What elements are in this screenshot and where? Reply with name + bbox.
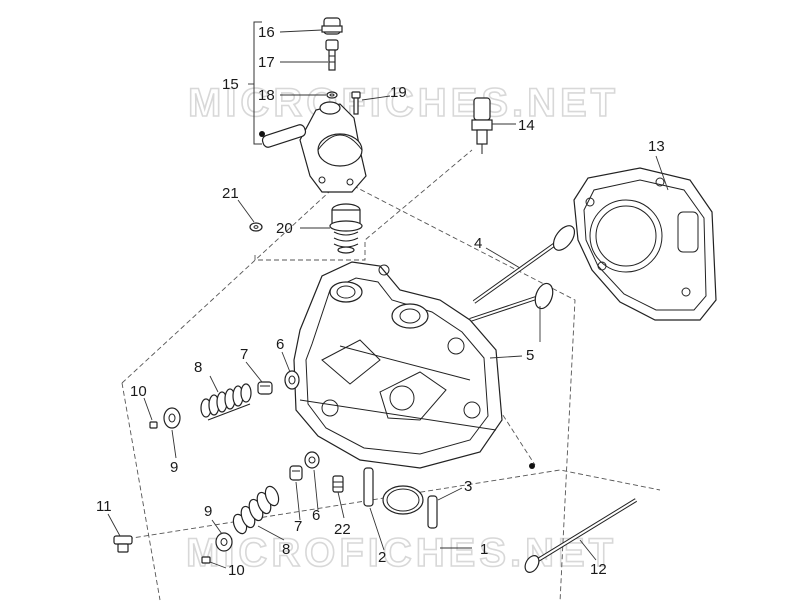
callout-11: 11	[96, 498, 112, 515]
cylinder-head	[293, 261, 503, 469]
housing-bolt	[351, 91, 361, 115]
small-washer	[249, 222, 263, 232]
reference-dot-upper	[259, 131, 265, 137]
head-bolt	[524, 498, 638, 573]
callout-4: 4	[474, 235, 482, 252]
watermark-bottom: MICROFICHES.NET	[186, 531, 617, 575]
valve-guide-ring-upper	[284, 370, 300, 390]
valve-cotter-upper	[149, 421, 158, 429]
temperature-sensor	[471, 97, 493, 154]
watermark-top: MICROFICHES.NET	[188, 81, 619, 125]
callout-18: 18	[258, 87, 275, 104]
thermostat-housing	[261, 101, 367, 193]
callout-6-lower: 6	[312, 507, 320, 524]
o-ring	[382, 485, 424, 515]
thermostat	[329, 203, 363, 254]
callout-15: 15	[222, 76, 239, 93]
leader-lines	[107, 29, 669, 569]
threaded-plug	[113, 535, 133, 553]
dowel-pin-3	[427, 495, 438, 529]
callout-3: 3	[464, 478, 472, 495]
callout-9-lower: 9	[204, 503, 212, 520]
callout-10-lower: 10	[228, 562, 245, 579]
callout-22: 22	[334, 521, 351, 538]
callout-8-lower: 8	[282, 541, 290, 558]
callout-10-upper: 10	[130, 383, 147, 400]
bleed-screw	[325, 39, 339, 71]
exhaust-valve	[469, 282, 554, 322]
callout-2: 2	[378, 549, 386, 566]
callout-20: 20	[276, 220, 293, 237]
callout-12: 12	[590, 561, 607, 578]
callout-7-lower: 7	[294, 518, 302, 535]
dowel-pin-22	[332, 475, 344, 493]
assembly-frame	[119, 149, 661, 602]
spring-retainer-lower	[215, 532, 233, 552]
callout-8-upper: 8	[194, 359, 202, 376]
reference-dot-lower	[529, 463, 535, 469]
washer	[326, 91, 338, 99]
spring-retainer-upper	[163, 407, 181, 429]
callout-21: 21	[222, 185, 239, 202]
group-bracket-15	[248, 21, 262, 145]
callout-6-upper: 6	[276, 336, 284, 353]
callout-16: 16	[258, 24, 275, 41]
valve-seal-upper	[257, 381, 273, 395]
callout-14: 14	[518, 117, 535, 134]
callout-9-upper: 9	[170, 459, 178, 476]
callout-13: 13	[648, 138, 665, 155]
valve-guide-ring-lower	[304, 451, 320, 469]
dowel-pin-2	[363, 467, 374, 507]
callout-labels: 1 2 3 4 5 6 6 7 7 8 8 9 9 10 10 11 12 13…	[96, 24, 665, 579]
valve-seal-lower	[289, 465, 303, 481]
callout-5: 5	[526, 347, 534, 364]
intake-valve	[472, 225, 576, 304]
head-gasket	[573, 167, 717, 321]
callout-19: 19	[390, 84, 407, 101]
valve-spring-lower	[232, 485, 280, 535]
callout-7-upper: 7	[240, 346, 248, 363]
callout-1: 1	[480, 541, 488, 558]
callout-17: 17	[258, 54, 275, 71]
valve-cotter-lower	[201, 556, 211, 564]
valve-spring-upper	[200, 383, 252, 421]
thermostat-cap	[321, 17, 343, 35]
